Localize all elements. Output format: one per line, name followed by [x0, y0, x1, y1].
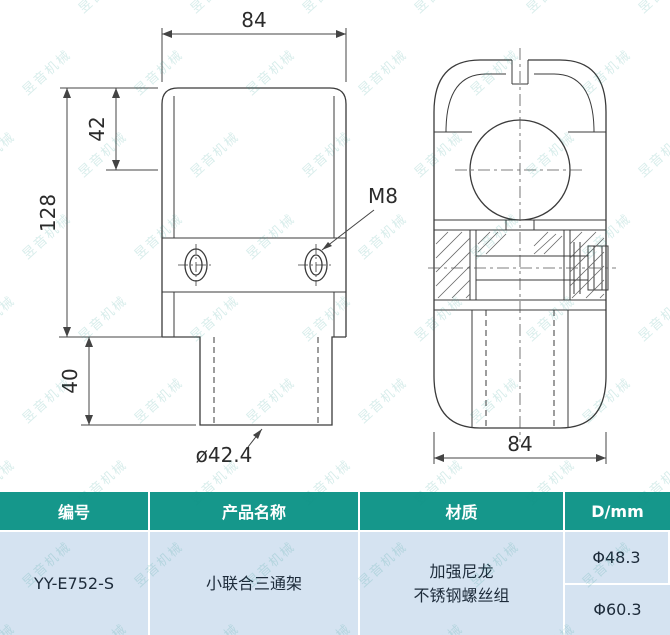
front-neck-hidden-lines	[213, 337, 319, 425]
bolt-shaft-lines	[476, 255, 588, 281]
thread-label-m8: M8	[368, 184, 398, 208]
cell-product-name: 小联合三通架	[150, 530, 360, 635]
dimension-labels: 84 42 128 40 M8 ø42.4 84	[36, 8, 533, 467]
cell-d-value-2: Φ60.3	[565, 583, 670, 635]
material-line-2: 不锈钢螺丝组	[413, 585, 510, 605]
side-inner-top-arcs	[445, 73, 595, 133]
dim-label-128: 128	[36, 194, 60, 232]
dim-line-128	[59, 88, 196, 338]
dim-line-40	[81, 337, 196, 426]
cell-d-value-1: Φ48.3	[565, 530, 670, 583]
side-view	[433, 59, 609, 429]
side-bottom-walls	[471, 310, 569, 428]
bolt-slot-centerlines	[178, 244, 334, 286]
side-top-slit	[511, 60, 529, 85]
col-header-material: 材质	[360, 492, 565, 530]
section-hatching	[435, 231, 605, 299]
dim-label-40: 40	[58, 368, 82, 393]
front-inner-walls	[173, 96, 335, 337]
side-wall-lines	[469, 230, 571, 300]
cell-product-code: YY-E752-S	[0, 530, 150, 635]
front-clamp-band	[162, 237, 346, 293]
technical-drawing: 84 42 128 40 M8 ø42.4 84	[36, 8, 616, 467]
col-header-product-name: 产品名称	[150, 492, 360, 530]
dim-label-side-width: 84	[507, 432, 532, 456]
dim-line-top-width	[161, 28, 347, 82]
spec-table: 编号 产品名称 材质 D/mm YY-E752-S 小联合三通架 加强尼龙 不锈…	[0, 492, 670, 635]
dim-label-diameter: ø42.4	[196, 443, 253, 467]
dim-line-42	[60, 87, 158, 171]
leader-m8	[321, 209, 375, 251]
dim-line-side-width	[433, 432, 607, 464]
dim-label-top-width: 84	[241, 8, 266, 32]
col-header-dmm: D/mm	[565, 492, 670, 530]
dimension-arrowheads	[63, 30, 606, 462]
material-line-1: 加强尼龙	[429, 561, 494, 581]
front-view-dimension-lines	[59, 28, 375, 448]
front-body-outline	[161, 87, 347, 337]
circle-throat-lines	[505, 220, 535, 230]
front-view	[161, 87, 347, 426]
cell-material: 加强尼龙 不锈钢螺丝组	[360, 530, 565, 635]
centerlines	[428, 48, 616, 442]
dim-label-42: 42	[85, 116, 109, 141]
col-header-code: 编号	[0, 492, 150, 530]
side-view-dimension-lines	[433, 432, 607, 464]
